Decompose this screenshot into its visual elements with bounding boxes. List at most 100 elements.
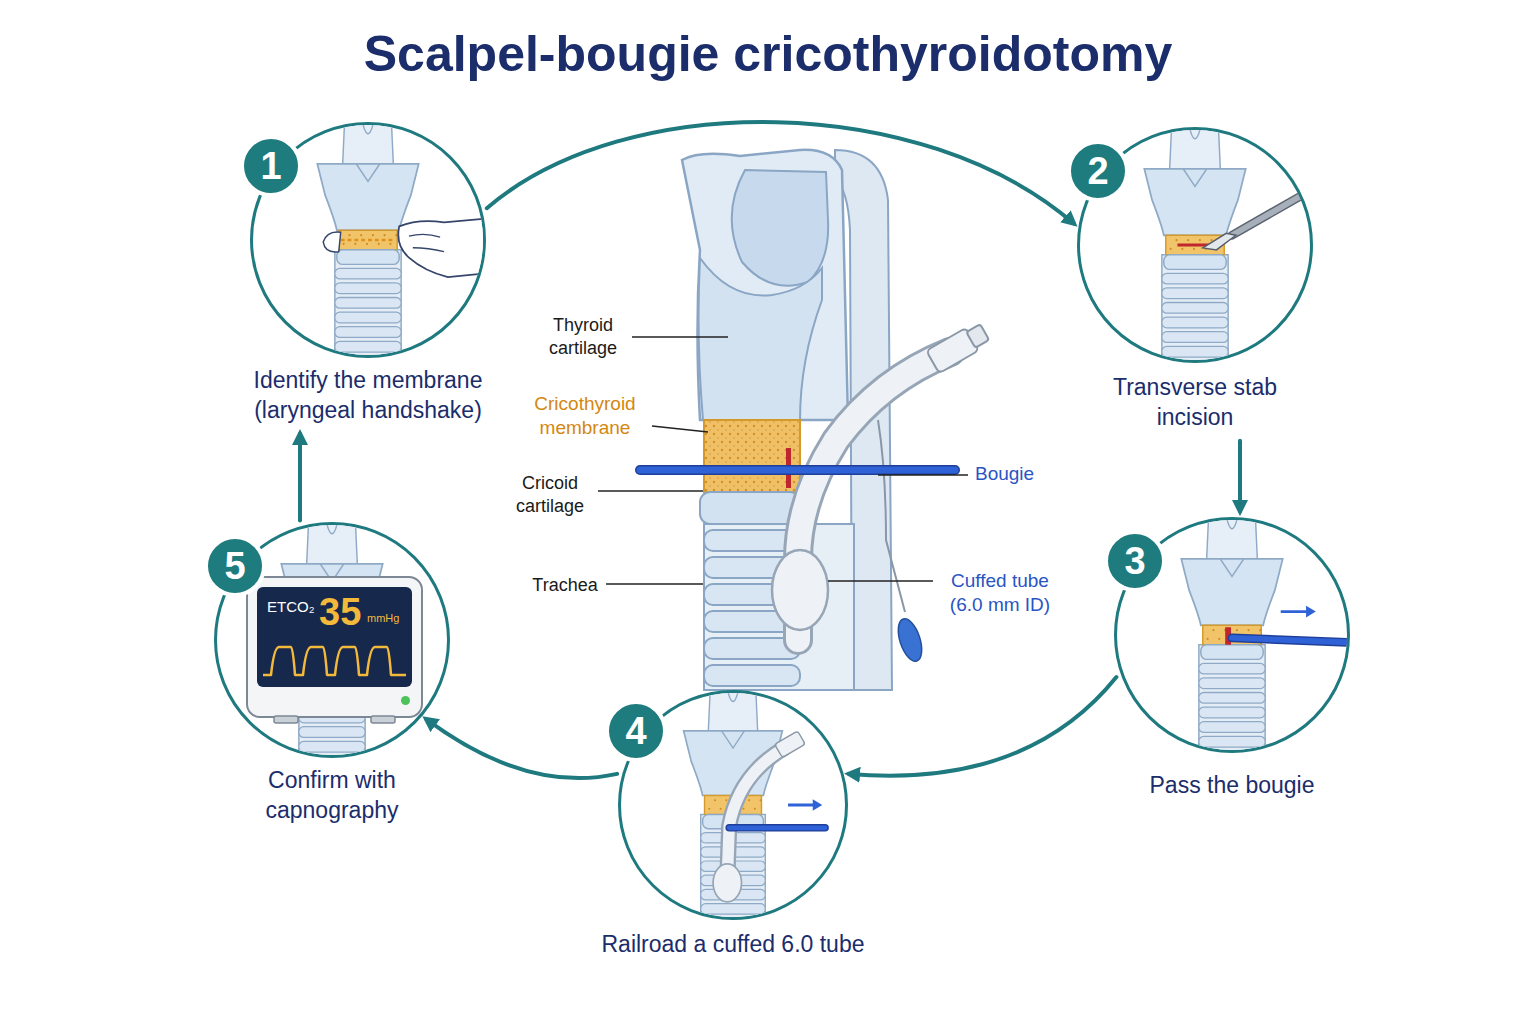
palpating-thumb [323, 232, 341, 252]
motion-arrow [788, 804, 815, 807]
epiglottis [727, 693, 738, 702]
tracheal-ring [1162, 303, 1228, 314]
thyroid-cartilage [1181, 559, 1282, 625]
pilot-line [878, 420, 905, 612]
monitor-foot [371, 716, 395, 723]
tracheal-ring [1199, 722, 1265, 733]
flow-arrow [1238, 441, 1242, 512]
power-led [401, 696, 410, 705]
membrane-dot [1212, 629, 1214, 631]
membrane-dot [759, 799, 761, 801]
epiglottis [362, 125, 374, 134]
tracheal-ring [335, 283, 401, 294]
step-badge: 2 [1067, 140, 1129, 202]
thyroid-cartilage [1144, 169, 1245, 235]
capnograph-monitor: ETCO₂35mmHg [246, 576, 423, 718]
cricoid-cartilage [1201, 645, 1263, 660]
tracheal-ring [335, 327, 401, 338]
membrane-dot [754, 808, 756, 810]
bougie [1232, 638, 1347, 643]
laryngeal-inlet [1170, 130, 1221, 169]
membrane-dot [1181, 248, 1183, 250]
thyroid-notch [356, 164, 379, 182]
step-node: 3Pass the bougie [1082, 517, 1382, 801]
membrane-dot [1210, 239, 1212, 241]
membrane-dot [708, 808, 710, 810]
membrane-dot [1187, 239, 1189, 241]
membrane-marking [341, 239, 396, 241]
tube-connector [926, 321, 991, 374]
step-node: 2Transverse stab incision [1045, 127, 1345, 433]
leader-line [632, 336, 728, 338]
membrane-dot [395, 234, 397, 236]
step-caption: Confirm with capnography [232, 766, 432, 826]
monitor-reading: ETCO₂ [267, 599, 315, 614]
tracheal-ring [335, 341, 401, 352]
step-number: 3 [1124, 542, 1145, 580]
motion-arrowhead [813, 799, 822, 810]
tube-outline [727, 748, 784, 879]
part-label: Thyroid cartilage [528, 314, 638, 359]
step-badge: 3 [1104, 530, 1166, 592]
flow-arrow [426, 719, 617, 778]
tracheal-ring [1199, 707, 1265, 718]
step-caption: Transverse stab incision [1095, 373, 1295, 433]
membrane-dot [1193, 248, 1195, 250]
motion-arrowhead [1306, 606, 1316, 618]
finger-line [409, 234, 440, 237]
membrane-dot [366, 243, 368, 245]
tracheal-ring [299, 727, 365, 738]
tracheal-ring [1162, 346, 1228, 357]
monitor-reading: 35 [319, 593, 361, 631]
part-label: Bougie [975, 462, 1065, 486]
membrane-dot [378, 243, 380, 245]
cricothyroid-membrane [704, 420, 800, 492]
tracheal-ring [1199, 693, 1265, 704]
membrane-dot [372, 234, 374, 236]
monitor-feet [246, 716, 423, 728]
tube-cuff [713, 864, 741, 902]
larynx-outline [682, 150, 848, 420]
part-label: Cricoid cartilage [500, 472, 600, 517]
membrane-dot [742, 808, 744, 810]
part-label: Cricothyroid membrane [515, 392, 655, 440]
tracheal-wall [704, 524, 854, 690]
pilot-balloon [894, 616, 927, 664]
membrane-dot [1259, 629, 1261, 631]
membrane-dot [1207, 638, 1209, 640]
flow-arrow [849, 677, 1117, 776]
step-number: 4 [625, 712, 646, 750]
trachea-wall [1162, 255, 1228, 360]
membrane-dot [383, 234, 385, 236]
laryngeal-inlet [1207, 520, 1258, 559]
membrane-dot [360, 234, 362, 236]
laryngeal-inlet [307, 525, 358, 564]
thyroid-cartilage [317, 164, 418, 230]
scalpel-blade [1203, 233, 1236, 250]
step-node: 1Identify the membrane (laryngeal handsh… [218, 122, 518, 426]
tube-cuff [772, 550, 828, 630]
finger-line [413, 248, 444, 252]
motion-arrow [1281, 610, 1308, 613]
bougie [729, 825, 825, 830]
step-node: ETCO₂35mmHg5Confirm with capnography [182, 522, 482, 826]
part-label: Cuffed tube (6.0 mm ID) [938, 569, 1062, 617]
membrane-dot [720, 808, 722, 810]
tracheal-ring [1162, 273, 1228, 284]
cricoid-cartilage [1164, 255, 1226, 270]
membrane-dot [1170, 248, 1172, 250]
tracheal-ring [1162, 288, 1228, 299]
step-badge: 5 [204, 535, 266, 597]
bougie-outline [1232, 638, 1347, 643]
membrane-dot [1218, 638, 1220, 640]
step-number: 1 [260, 147, 281, 185]
tracheal-ring [701, 904, 766, 914]
scalpel-handle [1232, 188, 1310, 235]
step-caption: Pass the bougie [1107, 771, 1357, 801]
leader-line [828, 580, 933, 582]
membrane-dot [1199, 239, 1201, 241]
step-badge: 1 [240, 135, 302, 197]
membrane-dot [389, 243, 391, 245]
laryngeal-airway [732, 170, 828, 286]
